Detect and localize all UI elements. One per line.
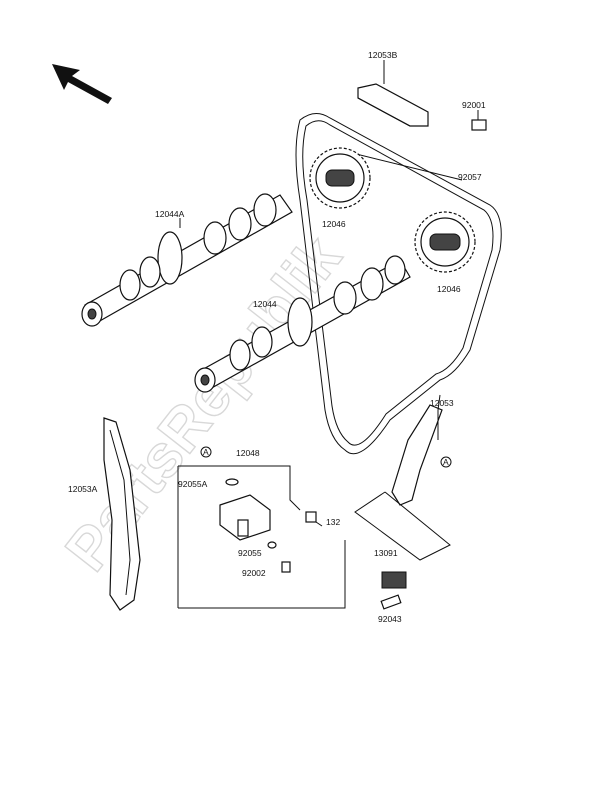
bolt-92001 [471,110,487,131]
label-12044A: 12044A [155,209,185,219]
sprocket-right [414,211,476,273]
ref-a-right: A [443,457,449,467]
direction-arrow-icon [52,64,112,104]
label-92057: 92057 [458,172,482,182]
chain-guide-top [357,60,429,127]
label-132: 132 [326,517,340,527]
chain-tensioner [219,478,291,573]
tensioner-group-frame-bottom [178,540,346,609]
ref-circle-a-left [200,446,212,458]
label-12044: 12044 [253,299,277,309]
label-12048: 12048 [236,448,260,458]
guide-pivot-parts [380,571,407,610]
label-92002: 92002 [242,568,266,578]
bolt-132 [305,511,323,527]
label-12046-top: 12046 [322,219,346,229]
camshaft-12044 [194,255,411,393]
ref-a-left: A [203,447,209,457]
label-12053A: 12053A [68,484,98,494]
label-13091: 13091 [374,548,398,558]
chain-guide-12053A [103,417,141,611]
label-92001: 92001 [462,100,486,110]
chain-guide-12053 [391,394,443,506]
label-12046-right: 12046 [437,284,461,294]
timing-chain [295,113,502,455]
label-92055A: 92055A [178,479,208,489]
camshaft-12044A [81,193,293,327]
label-12053B: 12053B [368,50,398,60]
pivot-group-frame [354,491,451,561]
label-12053: 12053 [430,398,454,408]
ref-circle-a-right [440,456,452,468]
sprocket-upper [309,147,371,209]
label-92043: 92043 [378,614,402,624]
leader-92057 [339,149,463,181]
tensioner-group-frame-top [178,465,301,511]
label-92055: 92055 [238,548,262,558]
